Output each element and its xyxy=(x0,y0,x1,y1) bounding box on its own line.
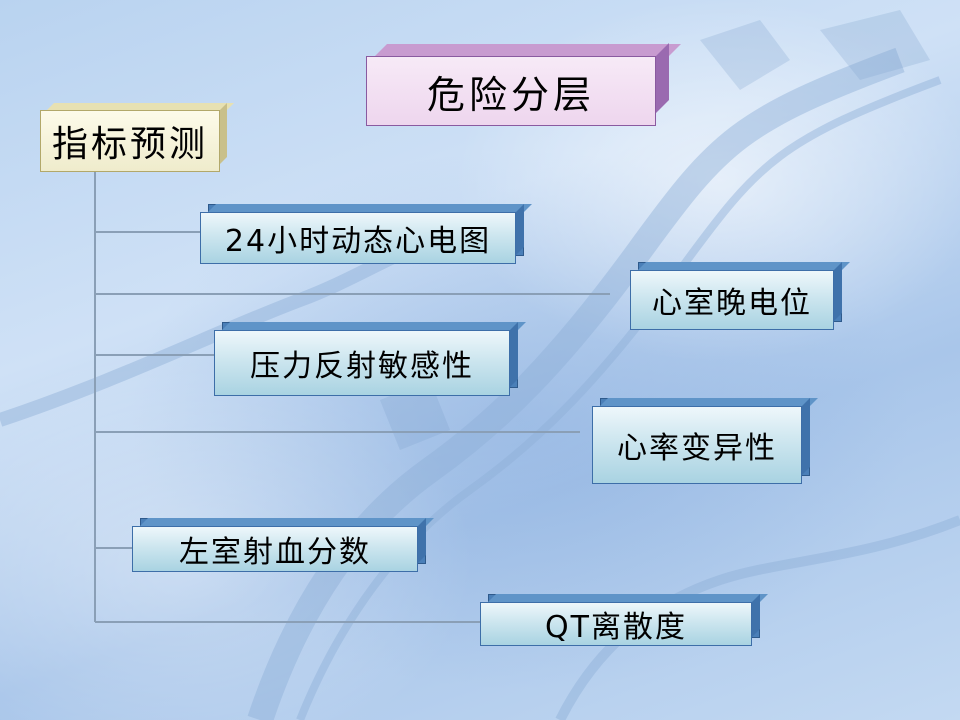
node-hrv: 心率变异性 xyxy=(592,406,802,484)
node-label: 心率变异性 xyxy=(617,431,777,466)
node-baroreflex-sensitivity: 压力反射敏感性 xyxy=(214,330,510,396)
root-node-label: 指标预测 xyxy=(51,124,208,165)
node-holter-ecg: 24小时动态心电图 xyxy=(200,212,516,264)
title-box: 危险分层 xyxy=(366,56,656,126)
root-node: 指标预测 xyxy=(40,110,220,172)
node-label: 24小时动态心电图 xyxy=(224,224,492,259)
node-qt-dispersion: QT离散度 xyxy=(480,602,752,646)
node-lvef: 左室射血分数 xyxy=(132,526,418,572)
node-label: 左室射血分数 xyxy=(179,535,371,570)
page-title: 危险分层 xyxy=(426,72,595,117)
node-label: 心室晚电位 xyxy=(652,286,812,321)
node-late-potentials: 心室晚电位 xyxy=(630,270,834,330)
node-label: 压力反射敏感性 xyxy=(250,349,474,384)
node-label: QT离散度 xyxy=(545,610,687,645)
